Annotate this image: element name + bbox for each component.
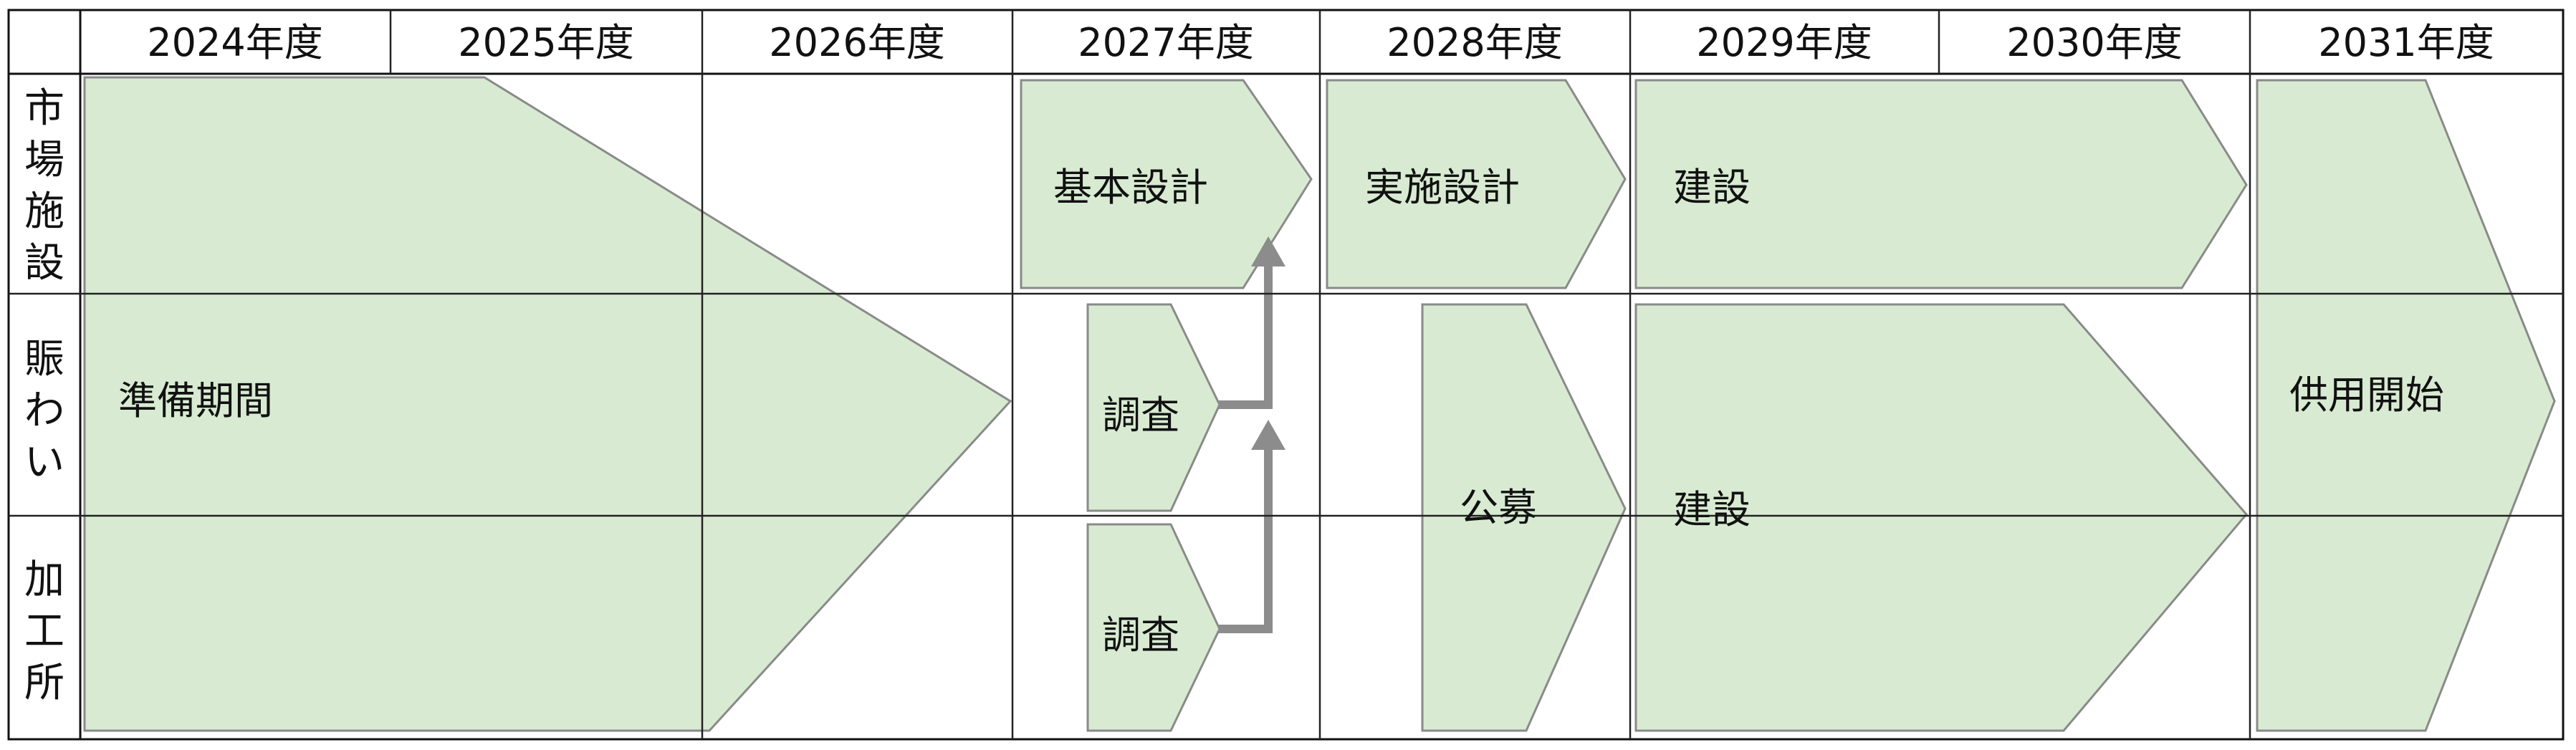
connector-head-nigiwai xyxy=(1251,420,1285,450)
row-label-nigiwai-char: 賑 xyxy=(24,336,64,383)
row-label-processing: 加 工 所 xyxy=(24,557,64,706)
year-header-2024: 2024年度 xyxy=(147,20,322,65)
connector-survey-processing xyxy=(1218,448,1273,633)
year-header-2026: 2026年度 xyxy=(769,20,944,65)
year-header-2031: 2031年度 xyxy=(2318,20,2494,65)
row-label-market: 市 場 施 設 xyxy=(24,85,64,287)
row-label-processing-char: 工 xyxy=(24,608,64,655)
phase-construction-shared-label: 建設 xyxy=(1673,487,1751,532)
row-label-nigiwai: 賑 わ い xyxy=(24,336,64,486)
row-label-market-char: 施 xyxy=(24,188,64,235)
phase-detailed-design-label: 実施設計 xyxy=(1365,165,1520,210)
row-label-nigiwai-char: い xyxy=(24,439,64,486)
connector-head-basic-design xyxy=(1251,236,1285,266)
phase-service-start-label: 供用開始 xyxy=(2289,372,2444,418)
phase-construction-shared-arrow xyxy=(1634,303,2248,732)
phase-survey-processing-label: 調査 xyxy=(1102,612,1179,658)
phase-survey-nigiwai-arrow xyxy=(1086,303,1221,512)
phase-preparation-arrow xyxy=(83,76,1012,732)
row-label-market-char: 場 xyxy=(24,137,64,183)
phase-recruitment-label: 公募 xyxy=(1460,485,1537,530)
year-header-2030: 2030年度 xyxy=(2006,20,2182,65)
phase-construction-market-arrow xyxy=(1634,79,2248,289)
row-label-processing-char: 所 xyxy=(24,660,64,706)
year-header-2027: 2027年度 xyxy=(1078,20,1253,65)
phase-detailed-design-arrow xyxy=(1326,79,1627,289)
year-header-2025: 2025年度 xyxy=(458,20,633,65)
phase-survey-nigiwai-label: 調査 xyxy=(1102,393,1179,438)
year-header-2028: 2028年度 xyxy=(1387,20,1562,65)
phase-construction-market-label: 建設 xyxy=(1673,165,1751,210)
phase-service-start-arrow xyxy=(2256,79,2556,732)
year-header: 2024年度 2025年度 2026年度 2027年度 2028年度 2029年… xyxy=(147,20,2494,65)
phase-basic-design-arrow xyxy=(1020,79,1313,289)
row-label-processing-char: 加 xyxy=(24,557,64,603)
schedule-grid xyxy=(7,9,2565,741)
row-label-market-char: 市 xyxy=(24,85,64,132)
row-label-nigiwai-char: わ xyxy=(24,388,64,434)
phase-survey-processing-arrow xyxy=(1086,523,1221,732)
phase-basic-design-label: 基本設計 xyxy=(1053,165,1208,210)
connector-survey-nigiwai xyxy=(1218,265,1273,409)
phase-recruitment-arrow xyxy=(1421,303,1627,732)
phase-preparation-label: 準備期間 xyxy=(118,378,273,423)
row-label-market-char: 設 xyxy=(24,240,64,287)
year-header-2029: 2029年度 xyxy=(1696,20,1872,65)
